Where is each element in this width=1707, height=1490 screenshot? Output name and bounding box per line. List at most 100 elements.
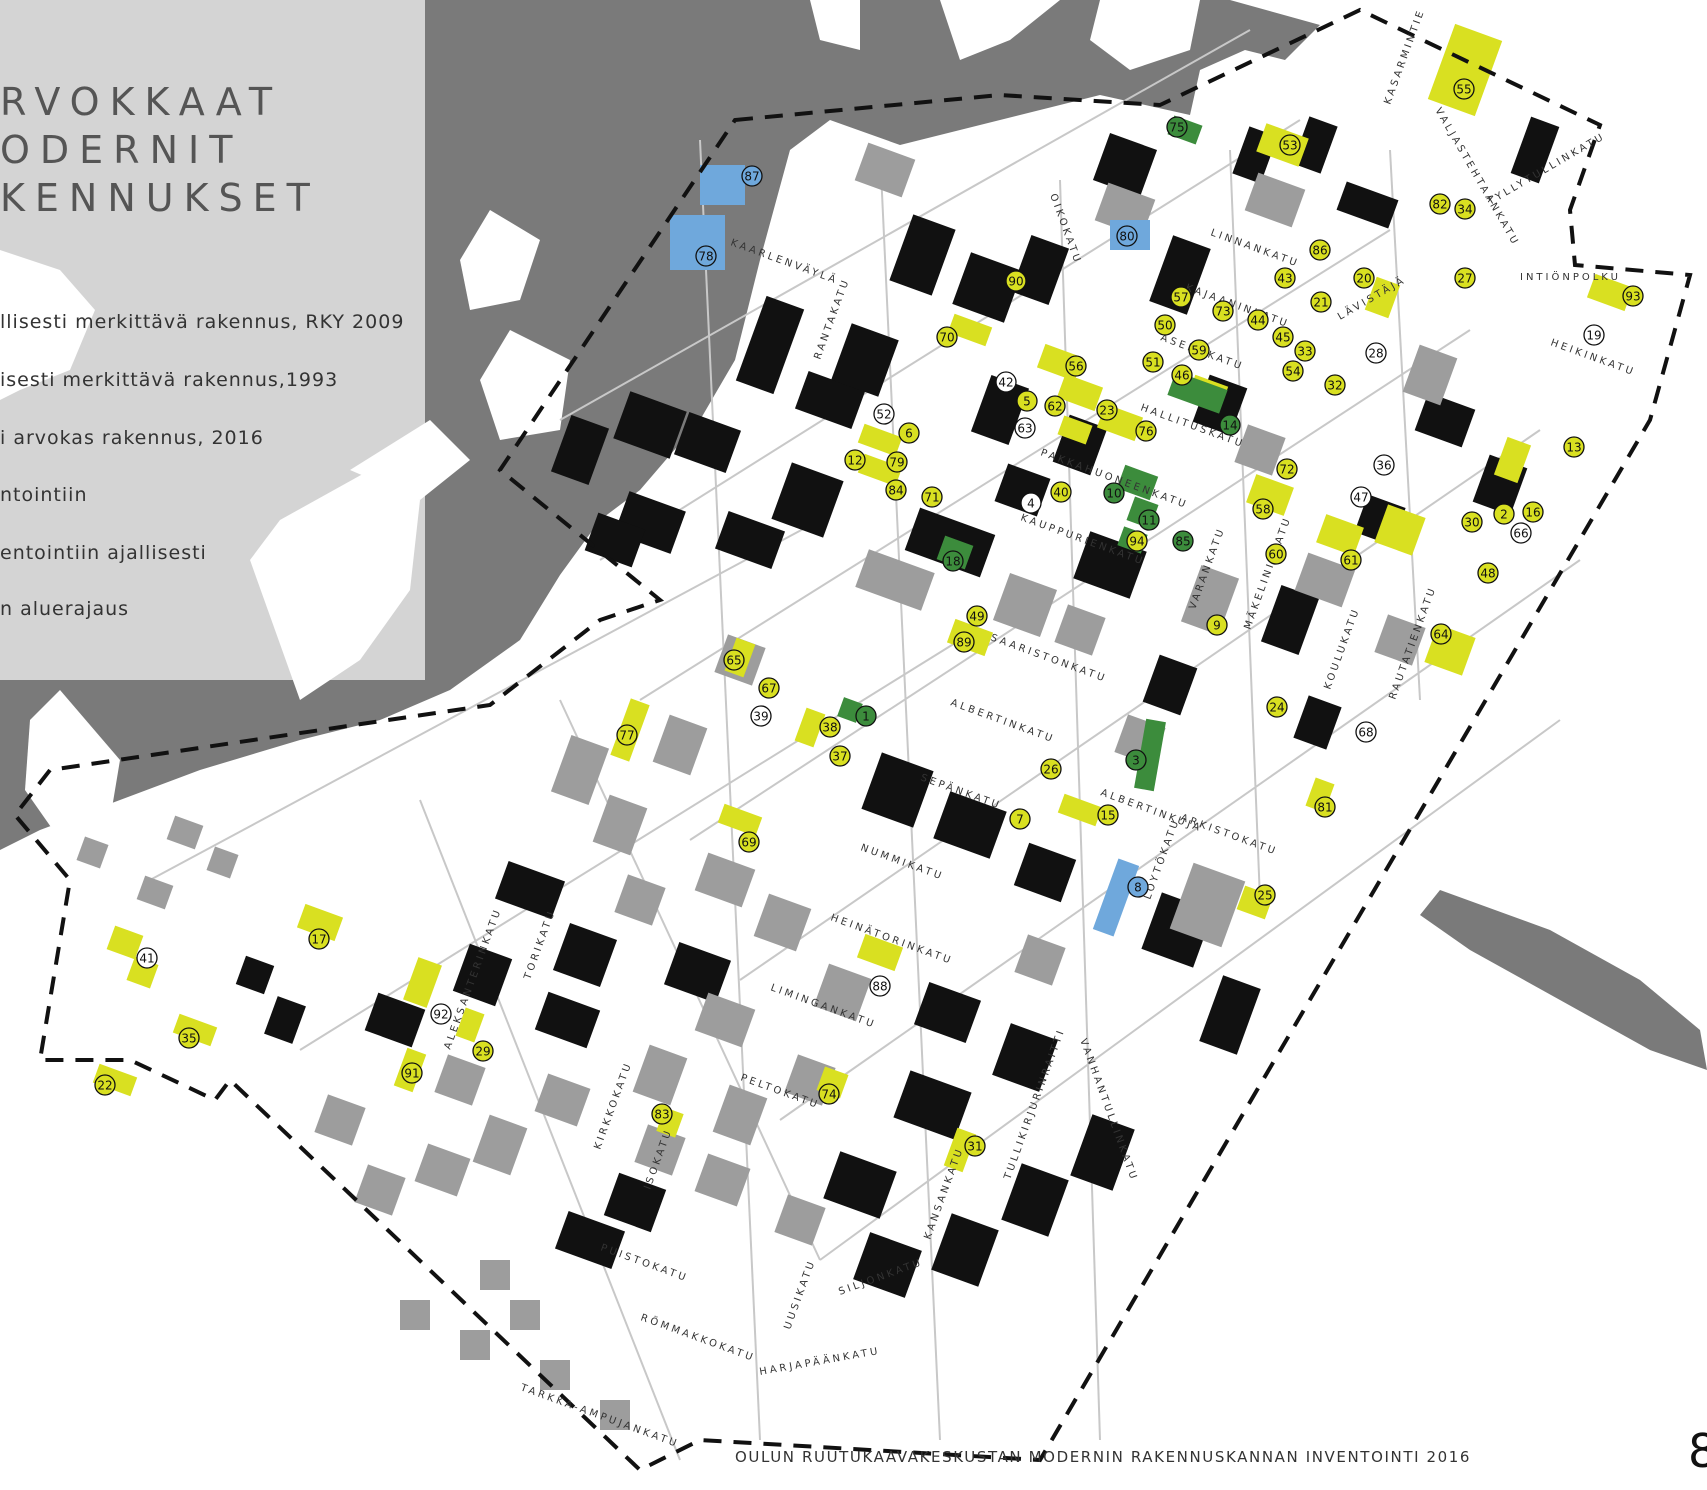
marker-circle (1171, 364, 1193, 386)
building-black (1013, 842, 1077, 903)
marker-label: 79 (889, 456, 904, 470)
marker-13: 13 (1563, 436, 1585, 458)
street-line (149, 519, 821, 881)
building-gray (550, 734, 610, 806)
marker-label: 28 (1368, 347, 1383, 361)
marker-label: 29 (475, 1045, 490, 1059)
marker-32: 32 (1324, 374, 1346, 396)
marker-label: 9 (1213, 619, 1221, 633)
building-gray (414, 1143, 471, 1197)
building-yellow (1057, 793, 1103, 827)
marker-circle (1563, 436, 1585, 458)
building-gray (854, 142, 916, 198)
marker-circle (750, 705, 772, 727)
marker-circle (1493, 503, 1515, 525)
marker-circle (869, 975, 891, 997)
marker-label: 6 (905, 427, 913, 441)
marker-circle (1365, 342, 1387, 364)
marker-label: 57 (1173, 291, 1188, 305)
building-black (584, 512, 646, 568)
marker-circle (1097, 804, 1119, 826)
marker-12: 12 (844, 449, 866, 471)
building-yellow (1316, 514, 1364, 556)
marker-label: 51 (1145, 356, 1160, 370)
marker-label: 74 (821, 1088, 836, 1102)
marker-circle (1454, 198, 1476, 220)
marker-circle (1014, 417, 1036, 439)
marker-4: 4 (1020, 492, 1042, 514)
marker-circle (953, 631, 975, 653)
marker-label: 78 (698, 250, 713, 264)
marker-label: 60 (1268, 548, 1283, 562)
building-black (552, 922, 618, 988)
marker-circle (886, 451, 908, 473)
marker-label: 20 (1356, 272, 1371, 286)
building-black (893, 1070, 972, 1140)
marker-14: 14 (1219, 414, 1241, 436)
marker-53: 53 (1279, 134, 1301, 156)
building-blue (700, 165, 745, 205)
marker-circle (1005, 270, 1027, 292)
building-yellow (296, 903, 344, 942)
marker-circle (1355, 721, 1377, 743)
marker-label: 36 (1376, 459, 1391, 473)
marker-circle (1265, 543, 1287, 565)
building-gray (753, 893, 812, 952)
marker-24: 24 (1266, 696, 1288, 718)
building-black (1142, 654, 1198, 716)
building-gray (652, 714, 708, 776)
marker-45: 45 (1272, 326, 1294, 348)
street-line (559, 29, 1251, 421)
marker-circle (136, 947, 158, 969)
marker-label: 85 (1175, 535, 1190, 549)
building-black (913, 981, 982, 1044)
marker-8: 8 (1127, 876, 1149, 898)
building-black (823, 1151, 897, 1219)
marker-circle (1279, 134, 1301, 156)
marker-circle (1309, 239, 1331, 261)
marker-66: 66 (1510, 522, 1532, 544)
marker-circle (1477, 562, 1499, 584)
marker-81: 81 (1314, 796, 1336, 818)
marker-44: 44 (1247, 309, 1269, 331)
building-gray (694, 852, 756, 908)
building-black (1092, 132, 1158, 198)
building-gray (460, 1330, 490, 1360)
marker-34: 34 (1454, 198, 1476, 220)
marker-label: 44 (1250, 314, 1265, 328)
building-black (534, 991, 601, 1049)
marker-label: 62 (1047, 400, 1062, 414)
marker-circle (741, 165, 763, 187)
marker-30: 30 (1461, 511, 1483, 533)
marker-31: 31 (964, 1135, 986, 1157)
building-black (364, 992, 426, 1048)
building-gray (534, 1073, 591, 1127)
marker-65: 65 (723, 649, 745, 671)
building-gray (712, 1084, 768, 1146)
building-gray (480, 1260, 510, 1290)
marker-label: 43 (1277, 272, 1292, 286)
marker-circle (1009, 808, 1031, 830)
marker-label: 63 (1017, 422, 1032, 436)
building-black (1260, 584, 1320, 656)
marker-85: 85 (1172, 530, 1194, 552)
building-blue (1092, 858, 1140, 937)
legend-title-line-1: RVOKKAAT (0, 80, 283, 124)
building-gray (694, 992, 756, 1048)
building-yellow (1427, 23, 1503, 117)
marker-11: 11 (1138, 509, 1160, 531)
building-gray (1014, 934, 1066, 986)
marker-label: 66 (1513, 527, 1528, 541)
marker-label: 30 (1464, 516, 1479, 530)
marker-circle (758, 677, 780, 699)
marker-label: 31 (967, 1140, 982, 1154)
marker-label: 80 (1119, 230, 1134, 244)
building-black (1001, 1163, 1069, 1237)
marker-label: 77 (619, 729, 634, 743)
marker-28: 28 (1365, 342, 1387, 364)
marker-label: 87 (744, 170, 759, 184)
marker-circle (1154, 314, 1176, 336)
marker-circle (1142, 351, 1164, 373)
marker-64: 64 (1430, 623, 1452, 645)
marker-1: 1 (855, 705, 877, 727)
